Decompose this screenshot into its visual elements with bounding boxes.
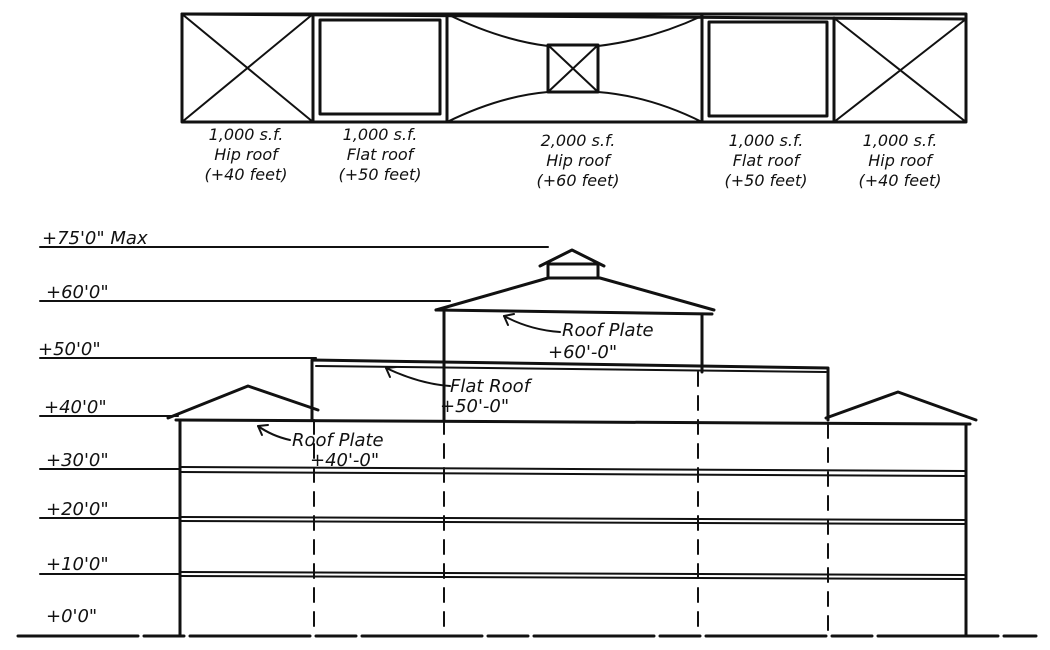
roof-plate-line-40 (174, 418, 972, 426)
svg-text:1,000 s.f.: 1,000 s.f. (343, 125, 418, 144)
plan-bay-flat-roof-west (318, 18, 442, 116)
annotation-roof-plate-60: Roof Plate +60'-0" (503, 313, 654, 363)
svg-text:Roof Plate: Roof Plate (562, 320, 654, 341)
svg-text:+60'-0": +60'-0" (548, 342, 617, 363)
plan-bay-hip-roof-center (446, 13, 703, 123)
bay-label-5: 1,000 s.f. Hip roof (+40 feet) (859, 131, 942, 190)
svg-text:(+50 feet): (+50 feet) (339, 165, 422, 184)
plan-view: 1,000 s.f. Hip roof (+40 feet) 1,000 s.f… (180, 12, 968, 190)
svg-text:Flat roof: Flat roof (733, 151, 802, 170)
hip-roof-center (434, 276, 716, 312)
level-label: +10'0" (46, 554, 109, 575)
svg-text:1,000 s.f.: 1,000 s.f. (729, 131, 804, 150)
cupola (538, 248, 606, 280)
svg-text:(+60 feet): (+60 feet) (537, 171, 620, 190)
svg-text:Roof Plate: Roof Plate (292, 430, 384, 451)
floor-line-10 (179, 571, 967, 576)
flat-roof-block (310, 358, 830, 422)
plan-outline (180, 12, 968, 124)
level-label: +40'0" (44, 397, 107, 418)
level-label: +20'0" (46, 499, 109, 520)
svg-text:Hip roof: Hip roof (868, 151, 934, 170)
plan-bay-hip-roof-east (833, 17, 967, 123)
building-base (174, 418, 972, 638)
bay-label-4: 1,000 s.f. Flat roof (+50 feet) (725, 131, 808, 190)
level-label: +75'0" Max (42, 228, 148, 249)
svg-text:(+50 feet): (+50 feet) (725, 171, 808, 190)
annotation-roof-plate-40: Roof Plate +40'-0" (257, 424, 384, 471)
svg-text:1,000 s.f.: 1,000 s.f. (863, 131, 938, 150)
level-label: +60'0" (46, 282, 109, 303)
svg-text:(+40 feet): (+40 feet) (205, 165, 288, 184)
hip-roof-east (824, 390, 978, 422)
floor-line-20 (179, 516, 967, 521)
svg-text:(+40 feet): (+40 feet) (859, 171, 942, 190)
bay-label-2: 1,000 s.f. Flat roof (+50 feet) (339, 125, 422, 184)
svg-text:Flat Roof: Flat Roof (450, 376, 533, 397)
svg-text:1,000 s.f.: 1,000 s.f. (209, 125, 284, 144)
annotation-flat-roof-50: Flat Roof +50'-0" (385, 366, 533, 417)
hip-roof-west (166, 384, 320, 420)
svg-text:Hip roof: Hip roof (214, 145, 280, 164)
plan-bay-flat-roof-east (707, 20, 829, 118)
central-tower (434, 248, 716, 422)
svg-text:+50'-0": +50'-0" (440, 396, 509, 417)
floor-line-30 (179, 466, 967, 472)
svg-text:Hip roof: Hip roof (546, 151, 612, 170)
svg-text:+40'-0": +40'-0" (310, 450, 379, 471)
svg-text:2,000 s.f.: 2,000 s.f. (541, 131, 616, 150)
svg-text:Flat roof: Flat roof (347, 145, 416, 164)
level-label: +30'0" (46, 450, 109, 471)
bay-label-1: 1,000 s.f. Hip roof (+40 feet) (205, 125, 288, 184)
plan-bay-hip-roof-west (181, 13, 314, 123)
level-label: +50'0" (38, 339, 101, 360)
cupola-plan (546, 43, 600, 94)
level-label: +0'0" (46, 606, 97, 627)
roof-plate-line-60 (434, 308, 714, 316)
elevation-view: +75'0" Max +60'0" +50'0" +40'0" +30'0" +… (16, 228, 1038, 638)
bay-label-3: 2,000 s.f. Hip roof (+60 feet) (537, 131, 620, 190)
